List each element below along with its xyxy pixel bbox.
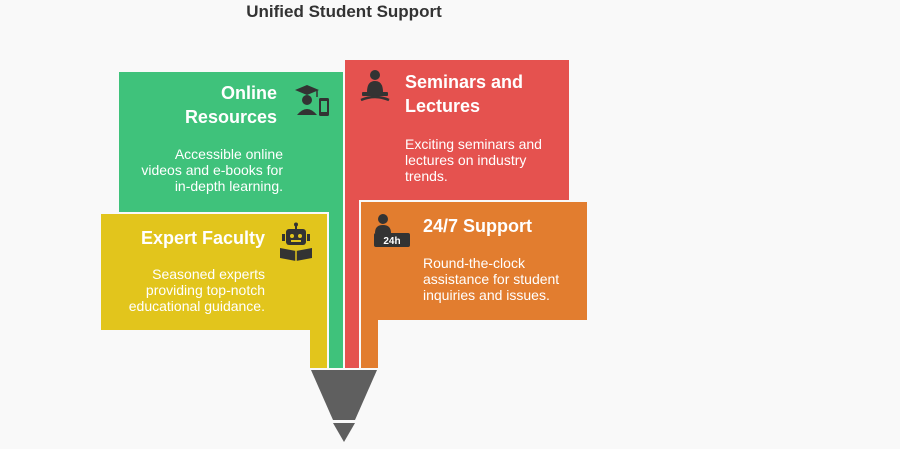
seminars-title-line: Seminars and: [405, 72, 524, 92]
expert-faculty-desc-line: educational guidance.: [128, 298, 265, 314]
support-desk-24h-icon: 24h: [372, 213, 412, 254]
seminars-card: [345, 60, 569, 368]
online-resources-title-line: Resources: [184, 107, 277, 127]
seminars-desc: Exciting seminars and lectures on indust…: [405, 136, 565, 184]
support-card: [361, 202, 587, 368]
support-desc-line: Round-the-clock: [423, 255, 525, 271]
support-title-line: 24/7 Support: [423, 216, 533, 236]
support-title: 24/7 Support: [423, 214, 583, 238]
seminars-desc-line: Exciting seminars and: [405, 136, 542, 152]
expert-faculty-desc-line: providing top-notch: [145, 282, 265, 298]
support-desc: Round-the-clock assistance for student i…: [423, 255, 583, 303]
robot-teacher-icon: [278, 222, 314, 267]
expert-faculty-desc: Seasoned experts providing top-notch edu…: [101, 266, 265, 314]
online-resources-desc-line: in-depth learning.: [174, 178, 283, 194]
diagram-title: Unified Student Support: [246, 2, 442, 21]
online-resources-desc-line: videos and e-books for: [141, 162, 283, 178]
seminars-title: Seminars and Lectures: [405, 70, 565, 118]
graduate-mobile-icon: [293, 84, 333, 123]
online-resources-desc: Accessible online videos and e-books for…: [119, 146, 283, 194]
expert-faculty-title-line: Expert Faculty: [140, 228, 265, 248]
support-24h-label: 24h: [383, 236, 400, 247]
expert-faculty-card: [101, 214, 327, 368]
expert-faculty-desc-line: Seasoned experts: [152, 266, 265, 282]
seminars-title-line: Lectures: [405, 96, 481, 116]
support-desc-line: assistance for student: [423, 271, 560, 287]
expert-faculty-title: Expert Faculty: [101, 226, 265, 250]
seminars-desc-line: trends.: [405, 168, 448, 184]
seminars-desc-line: lectures on industry: [405, 152, 527, 168]
online-resources-title-line: Online: [220, 83, 277, 103]
online-resources-card: [119, 72, 343, 368]
funnel-tip: [333, 423, 355, 442]
online-resources-desc-line: Accessible online: [174, 146, 283, 162]
online-resources-title: Online Resources: [119, 81, 277, 129]
funnel-top: [311, 370, 377, 420]
presenter-icon: [359, 68, 391, 109]
support-desc-line: inquiries and issues.: [423, 287, 550, 303]
